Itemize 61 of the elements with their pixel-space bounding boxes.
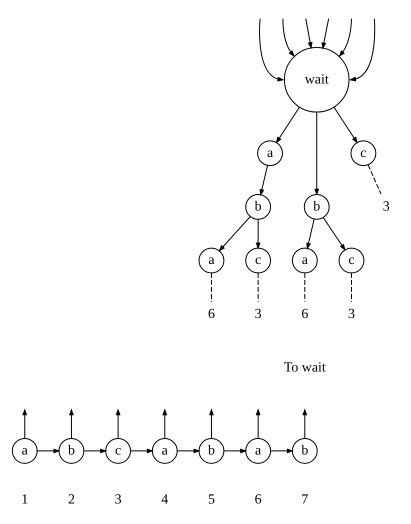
arrow [256,408,261,438]
arrow [209,408,214,438]
connector [304,272,306,302]
label: To wait [284,360,326,375]
arrow [306,218,315,250]
arrow [224,448,248,453]
connector [210,272,212,302]
node-circle: wait [284,46,350,112]
node-circle: b [245,193,272,220]
arrow [218,216,250,252]
arrow [322,216,346,250]
node-circle: c [105,438,132,464]
node-circle: a [257,140,283,166]
arrow [314,111,320,196]
node-circle: b [198,438,224,464]
arrow [177,448,201,453]
arrow [302,408,308,438]
arrow [305,18,312,49]
node-circle: a [245,438,272,464]
node-label: 4 [161,492,168,507]
arrow [37,448,60,453]
arrow [260,164,268,196]
arrow [349,18,376,81]
connector [351,272,352,302]
arrow [130,448,154,453]
arrow [270,448,294,453]
node-label: 1 [21,492,28,507]
arrow [276,106,300,144]
node-label: 3 [114,492,122,507]
connector [368,164,382,194]
node-circle: b [58,438,84,464]
node-label: 6 [254,492,262,507]
node-label: 2 [68,492,75,507]
arrow [116,408,121,438]
node-text: 6 [208,306,215,322]
node-text: 3 [348,306,355,322]
node-circle: b [292,438,318,464]
arrow [162,408,168,438]
node-circle: a [152,438,178,464]
node-text: 3 [254,306,262,322]
node-label: 7 [301,492,308,507]
arrow [22,408,28,438]
node-text: 3 [382,199,390,214]
node-circle: c [350,140,376,166]
node-circle: a [12,438,38,464]
arrow [256,218,261,250]
node-circle: c [338,247,364,273]
node-circle: a [198,247,224,273]
arrow [334,106,358,144]
node-circle: c [245,247,272,273]
node-label: 5 [208,492,215,507]
node-text: 6 [301,306,308,322]
arrow [68,408,74,438]
arrow [282,18,295,57]
connector [258,272,259,302]
node-circle: b [304,193,330,220]
arrow [322,18,330,50]
arrow [84,448,108,453]
arrow [338,18,352,57]
node-circle: a [292,247,318,273]
arrow [259,18,284,81]
